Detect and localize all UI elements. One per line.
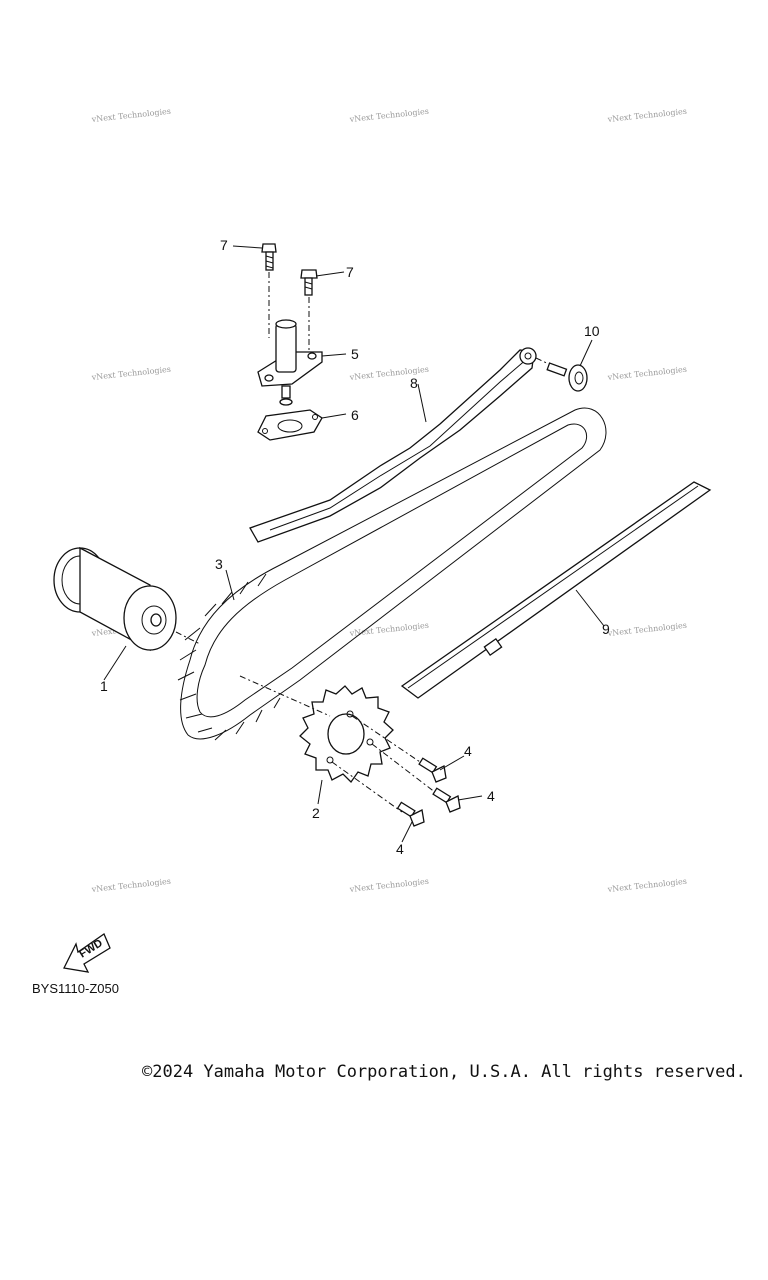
callout-4-top: 4 — [464, 743, 472, 759]
cam-chain-3 — [177, 407, 607, 741]
callout-7-left: 7 — [220, 237, 228, 253]
gasket-6 — [257, 398, 323, 441]
watermark: vNext Technologies — [606, 365, 687, 382]
cam-sprocket-2 — [239, 675, 394, 784]
chain-guide-9 — [400, 481, 712, 699]
callout-5: 5 — [351, 346, 359, 362]
watermark: vNext Technologies — [90, 365, 171, 382]
pivot-bolt-10 — [535, 357, 588, 392]
copyright-notice: ©2024 Yamaha Motor Corporation, U.S.A. A… — [142, 1062, 746, 1082]
watermark: vNext Technologies — [606, 621, 687, 638]
watermark: vNext Technologies — [348, 107, 429, 124]
bolt-7-left — [261, 243, 277, 338]
callout-9: 9 — [602, 621, 610, 637]
callout-8: 8 — [410, 375, 418, 391]
watermark: vNext Technologies — [90, 107, 171, 124]
camshaft-1 — [53, 546, 201, 652]
callout-10: 10 — [584, 323, 600, 339]
callout-4-bottom: 4 — [396, 841, 404, 857]
bolt-7-right — [300, 269, 318, 350]
callout-3: 3 — [215, 556, 223, 572]
bolt-4-middle — [432, 787, 461, 813]
fwd-arrow: FWD — [63, 933, 111, 973]
drawing-code: BYS1110-Z050 — [32, 981, 119, 996]
chain-tensioner-5 — [257, 319, 323, 399]
watermark-layer: vNext Technologies vNext Technologies vN… — [90, 107, 687, 894]
callout-labels: 1 2 3 4 4 4 5 6 7 7 8 9 10 — [100, 237, 610, 857]
chain-links — [177, 573, 281, 741]
callout-7-right: 7 — [346, 264, 354, 280]
bolt-4-top — [418, 757, 447, 783]
callout-1: 1 — [100, 678, 108, 694]
sprocket-bolts-4 — [331, 715, 461, 827]
chain-guide-8 — [249, 347, 537, 543]
watermark: vNext Technologies — [606, 877, 687, 894]
watermark: vNext Technologies — [348, 621, 429, 638]
watermark: vNext Technologies — [348, 877, 429, 894]
watermark: vNext Technologies — [606, 107, 687, 124]
callout-2: 2 — [312, 805, 320, 821]
watermark: vNext Technologies — [90, 877, 171, 894]
bolt-4-bottom — [396, 801, 425, 827]
callout-6: 6 — [351, 407, 359, 423]
callout-4-middle: 4 — [487, 788, 495, 804]
leader-lines — [103, 245, 605, 843]
